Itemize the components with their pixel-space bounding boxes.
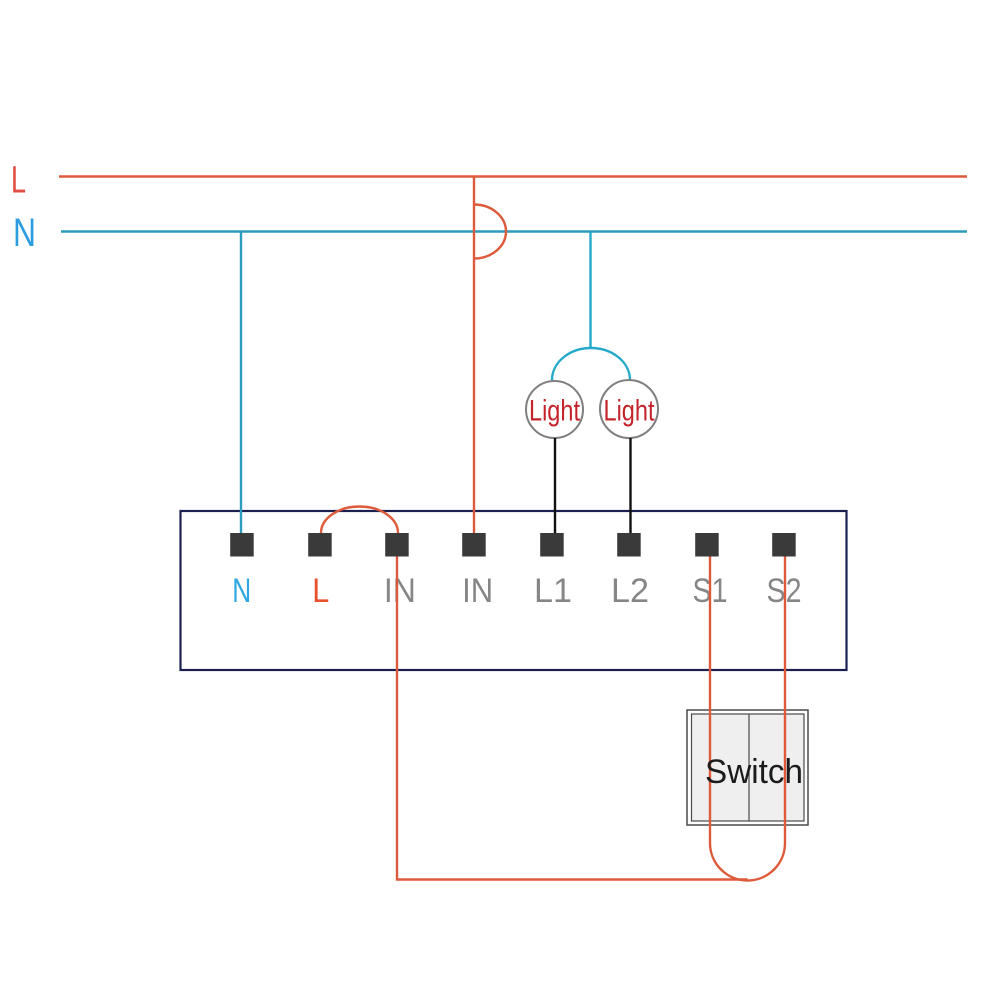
svg-text:Light: Light — [529, 395, 581, 428]
svg-text:IN: IN — [384, 572, 416, 610]
svg-text:L2: L2 — [611, 572, 649, 610]
svg-text:N: N — [13, 211, 36, 255]
svg-text:Light: Light — [604, 395, 656, 428]
svg-text:L: L — [11, 160, 26, 202]
svg-text:L1: L1 — [534, 572, 572, 610]
svg-text:IN: IN — [462, 572, 493, 610]
svg-text:N: N — [232, 572, 251, 610]
svg-text:Switch: Switch — [705, 753, 803, 791]
svg-text:L: L — [312, 572, 329, 610]
